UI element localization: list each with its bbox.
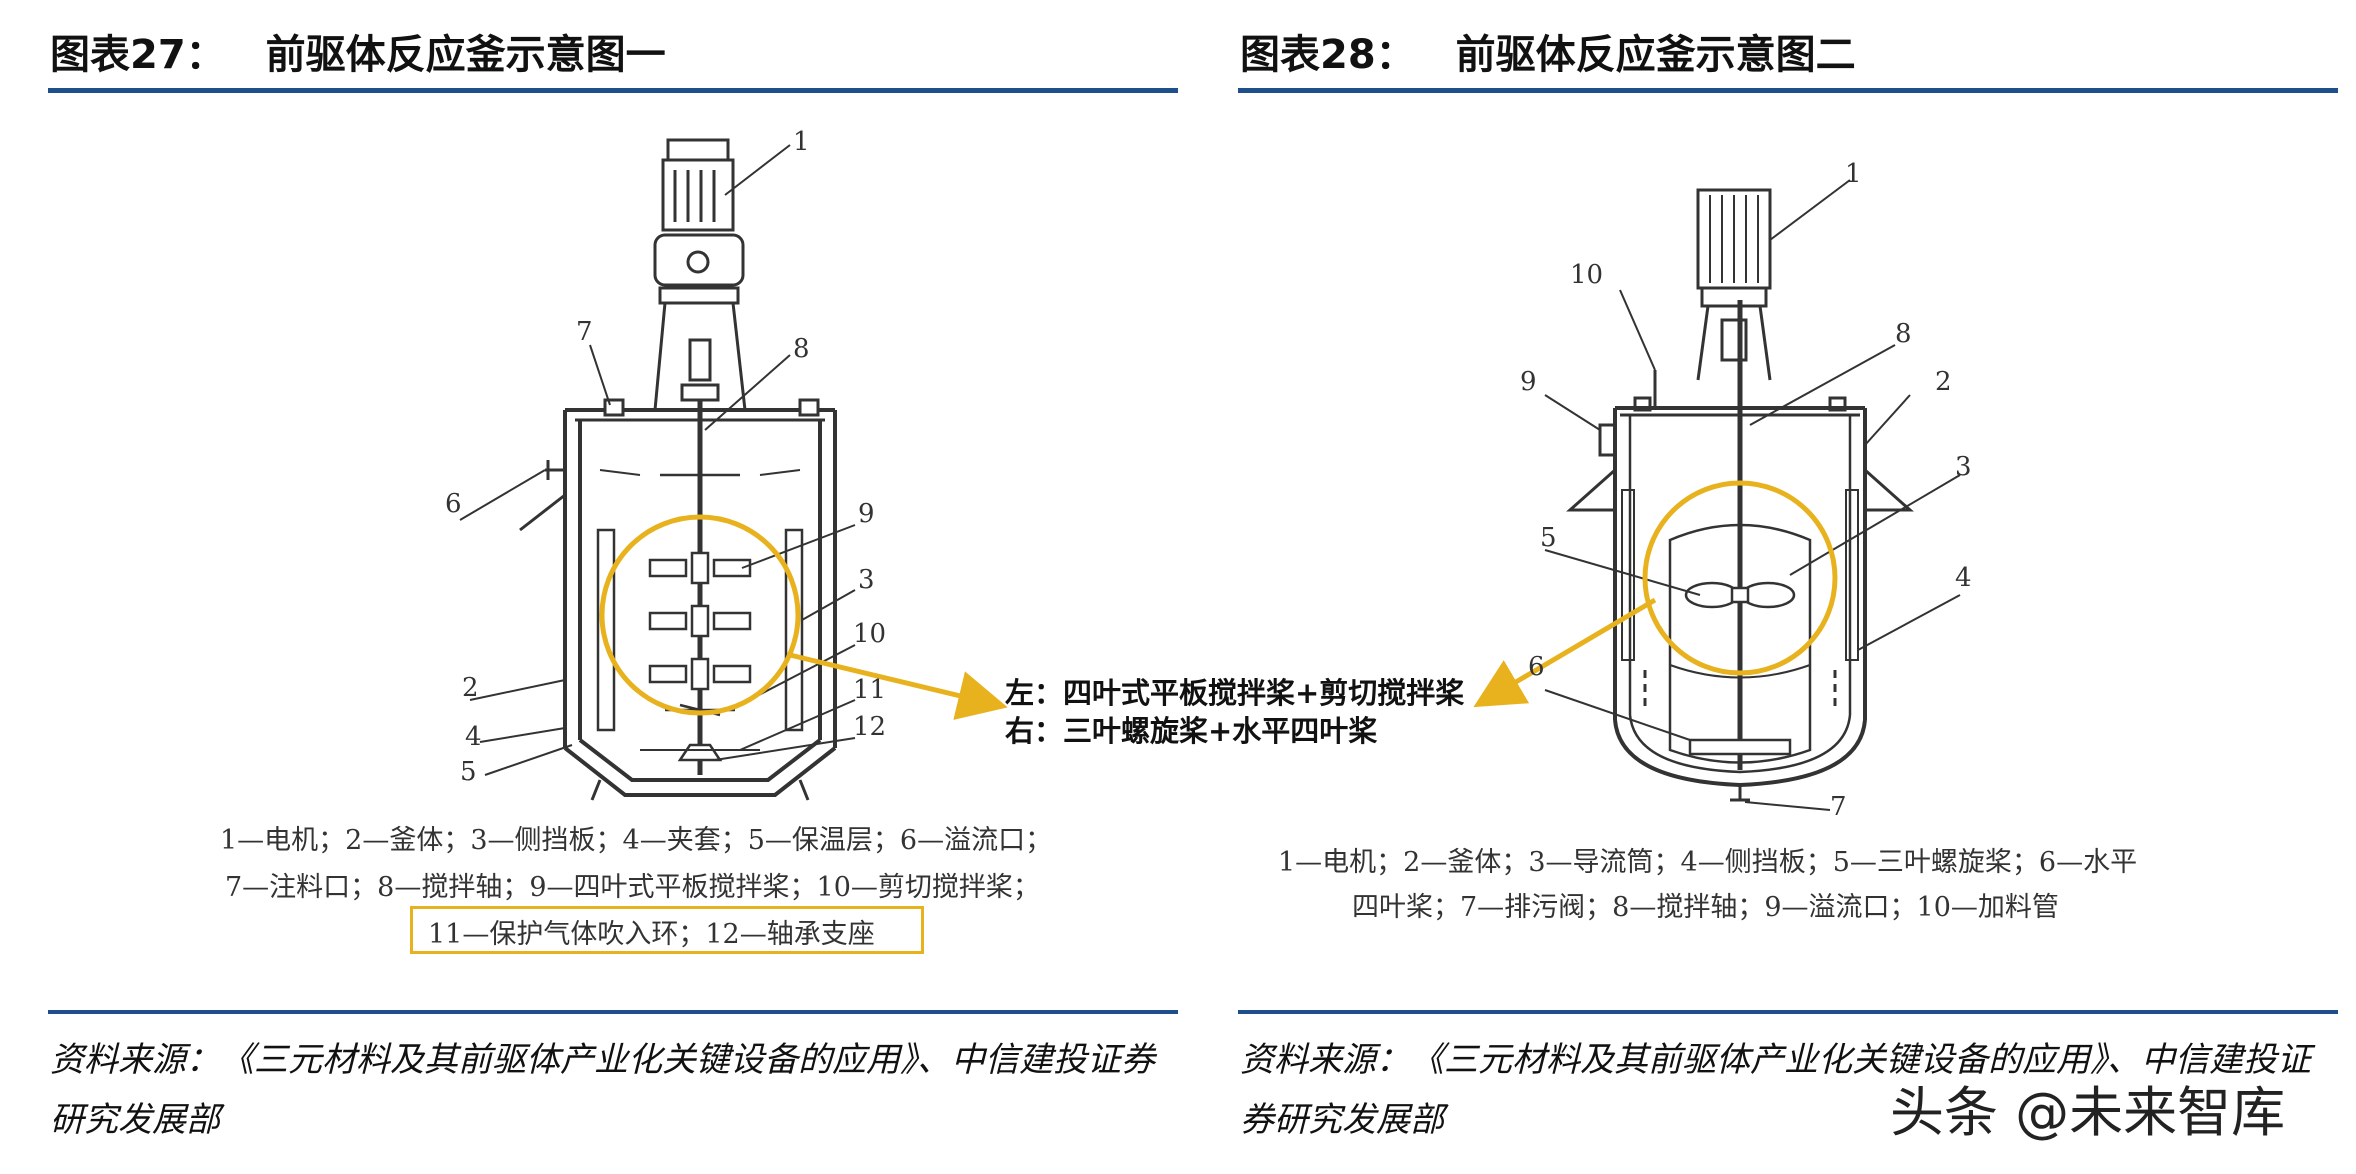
figure1-legend-line-2: 7—注料口；8—搅拌轴；9—四叶式平板搅拌桨；10—剪切搅拌桨；	[225, 872, 1040, 903]
reactor2-leaders	[1544, 179, 1961, 811]
figure1-legend-highlight-box	[410, 906, 924, 954]
r2-part-8: 8	[1895, 319, 1912, 349]
figure1-top-rule	[48, 88, 1178, 93]
r2-part-5: 5	[1540, 523, 1557, 553]
r1-part-4: 4	[465, 722, 482, 752]
r2-part-4: 4	[1955, 563, 1972, 593]
r1-part-8: 8	[793, 334, 810, 364]
figure2-title: 图表28： 前驱体反应釜示意图二	[1240, 22, 1856, 80]
figure1-title: 图表27： 前驱体反应釜示意图一	[50, 22, 666, 80]
figure2-source: 资料来源：《三元材料及其前驱体产业化关键设备的应用》、中信建投证券研究发展部	[1240, 1040, 2311, 1140]
reactor1-diagram	[519, 138, 837, 801]
figure2-legend-line-2: 四叶桨；7—排污阀；8—搅拌轴；9—溢流口；10—加料管	[1352, 892, 2059, 923]
reactor2-draft-tube	[1668, 523, 1812, 764]
r1-part-6: 6	[445, 489, 462, 519]
callout-arrow-left	[789, 652, 1008, 720]
r2-part-2: 2	[1935, 367, 1952, 397]
r1-part-7: 7	[576, 317, 593, 347]
figure1-title-text: 前驱体反应釜示意图一	[265, 32, 666, 78]
figure1-legend-line-3: 11—保护气体吹入环；12—轴承支座	[428, 919, 875, 950]
reactor1-part-numbers: 1 2 3 4 5 6 7 8 9 10 11 12	[445, 127, 886, 787]
figure2-legend-line-1: 1—电机；2—釜体；3—导流筒；4—侧挡板；5—三叶螺旋桨；6—水平	[1278, 847, 2138, 878]
callout-right-text: 右：三叶螺旋桨+水平四叶桨	[1005, 714, 1378, 748]
reactor1-paddles	[648, 551, 752, 691]
r2-part-9: 9	[1520, 367, 1537, 397]
reactor2-part-numbers: 1 2 3 4 5 6 7 8 9 10	[1520, 159, 1972, 822]
figure1-legend-line-1: 1—电机；2—釜体；3—侧挡板；4—夹套；5—保温层；6—溢流口；	[220, 825, 1053, 856]
figure2-title-text: 前驱体反应釜示意图二	[1455, 32, 1856, 78]
reactor2-highlight	[1642, 480, 1838, 676]
reactor1-vessel	[563, 410, 837, 797]
figure2-top-rule	[1238, 88, 2338, 93]
r1-part-10: 10	[853, 619, 886, 649]
figure1-bottom-rule	[48, 1010, 1178, 1014]
r1-part-12: 12	[853, 712, 886, 742]
r2-part-6: 6	[1528, 652, 1545, 682]
figure1-number: 图表27：	[50, 32, 226, 78]
r2-part-7: 7	[1830, 792, 1847, 822]
callout-left-text: 左：四叶式平板搅拌桨+剪切搅拌桨	[1005, 676, 1465, 710]
reactor1-leaders	[459, 144, 856, 776]
figure1-source: 资料来源：《三元材料及其前驱体产业化关键设备的应用》、中信建投证券研究发展部	[50, 1040, 1155, 1140]
figure2-number: 图表28：	[1240, 32, 1416, 78]
r1-part-9: 9	[858, 499, 875, 529]
figure2-bottom-rule	[1238, 1010, 2338, 1014]
r1-part-11: 11	[853, 675, 886, 705]
r2-part-1: 1	[1845, 159, 1862, 189]
r1-part-5: 5	[460, 757, 477, 787]
reactor1-highlight	[599, 514, 801, 716]
r2-part-3: 3	[1955, 452, 1972, 482]
reactor2-diagram	[1566, 188, 1914, 802]
reactor1-motor	[653, 138, 747, 411]
r1-part-1: 1	[793, 127, 810, 157]
callout-arrow-right	[1473, 597, 1657, 708]
r2-part-10: 10	[1570, 260, 1603, 290]
watermark: 头条 @未来智库	[1890, 1081, 2286, 1144]
r1-part-2: 2	[462, 673, 479, 703]
r1-part-3: 3	[858, 565, 875, 595]
